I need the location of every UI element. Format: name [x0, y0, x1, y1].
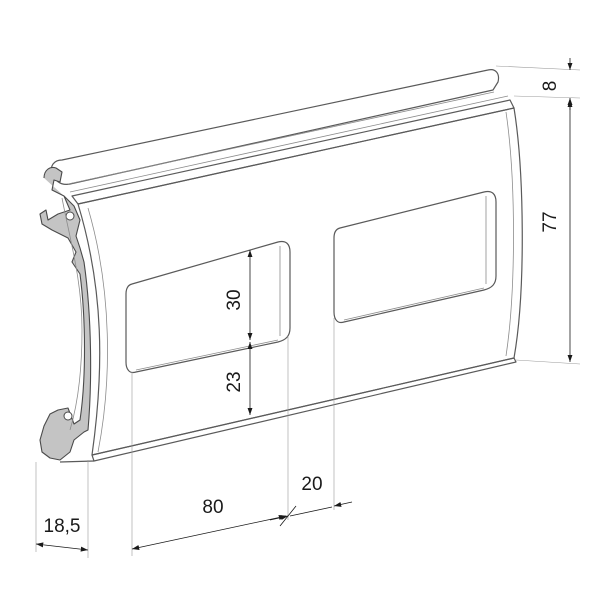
top-rail — [50, 69, 500, 185]
dim-window-gap-line — [269, 515, 289, 521]
dim-thickness-line — [35, 542, 89, 552]
profile-section — [39, 166, 92, 461]
profile-hole-bottom — [63, 411, 73, 421]
dim-window-width-line — [131, 515, 287, 550]
label-window-gap: 20 — [301, 474, 322, 495]
window-right — [333, 190, 497, 324]
window-right-inner — [343, 196, 487, 321]
top-rail-groove — [67, 91, 509, 193]
window-left-inner — [135, 246, 281, 371]
label-top-lip: 8 — [540, 81, 561, 92]
slat-body — [39, 69, 523, 463]
label-thickness: 18,5 — [44, 516, 81, 537]
face-right-shade — [505, 111, 514, 357]
front-face — [77, 107, 523, 456]
bottom-edge — [59, 460, 95, 463]
label-window-height: 30 — [224, 289, 245, 310]
profile-inner-curve — [61, 197, 83, 431]
label-bottom-margin: 23 — [224, 371, 245, 392]
profile-hole-top — [65, 211, 75, 221]
label-window-width: 80 — [202, 497, 223, 518]
label-height: 77 — [540, 211, 561, 232]
dimension-labels: 8 77 30 23 80 20 18,5 — [44, 81, 561, 537]
top-rail-step — [71, 99, 515, 205]
window-left — [125, 240, 291, 374]
dimension-lines — [35, 58, 581, 558]
bottom-lip — [91, 357, 517, 462]
face-inner-edge — [87, 207, 108, 453]
